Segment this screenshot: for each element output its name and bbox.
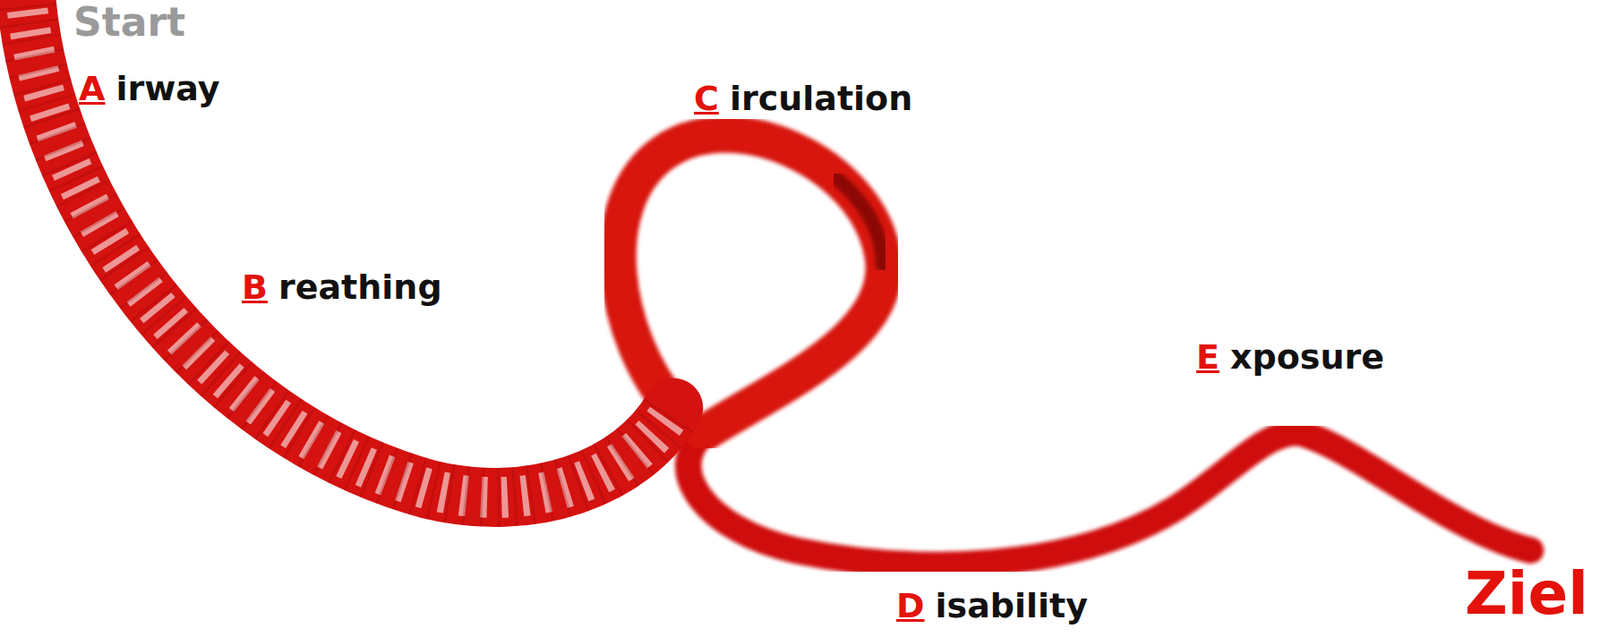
step-word: irculation [729,78,913,119]
abcde-step-label: Airway [78,69,221,110]
step-word: xposure [1230,337,1385,377]
step-word: irway [115,68,220,109]
abcde-step-label: Breathing [241,268,443,309]
abcde-step-label: Circulation [693,79,913,120]
step-word: reathing [278,267,443,308]
step-word: isability [935,586,1089,626]
step-initial: B [241,267,268,308]
abcde-step-label: Disability [896,587,1088,627]
step-initial: A [78,68,105,109]
step-initial: C [693,78,719,119]
rope [25,0,1531,565]
start-label: Start [73,0,186,46]
step-initial: D [896,586,925,626]
abcde-step-label: Exposure [1196,338,1385,378]
step-initial: E [1196,337,1220,377]
goal-label: Ziel [1464,560,1589,629]
